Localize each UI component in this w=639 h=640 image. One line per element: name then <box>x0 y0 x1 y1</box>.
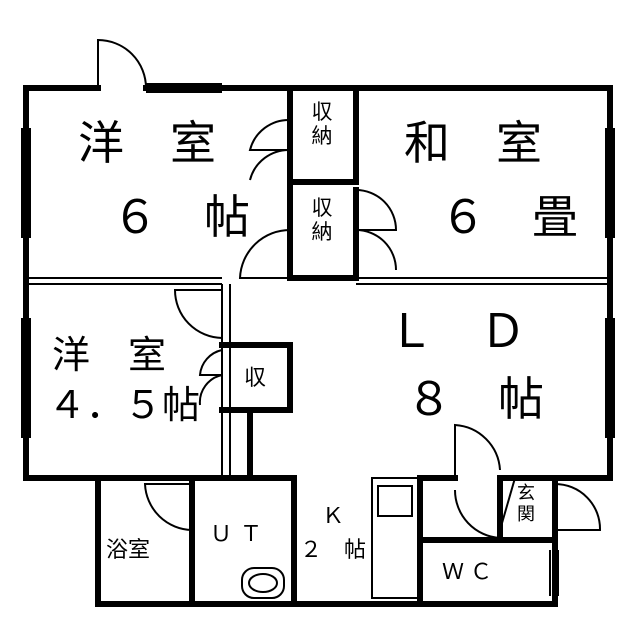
wc-label: ＷＣ <box>442 560 499 585</box>
kitchen-size: ２ 帖 <box>300 538 367 563</box>
wc-walls <box>417 475 558 607</box>
western-room-2-size: ４．５帖 <box>48 383 201 427</box>
bath-label: 浴室 <box>106 538 151 563</box>
western-room-1-name: 洋 室 <box>78 116 216 170</box>
entrance-label: 玄関 <box>517 483 535 525</box>
japanese-room-size: ６ 畳 <box>440 190 578 244</box>
closet-small-wall <box>219 342 293 413</box>
kitchen-label: Ｋ <box>322 504 345 529</box>
japanese-room-name: 和 室 <box>404 116 542 170</box>
western-room-2-name: 洋 室 <box>52 333 167 377</box>
utility-label: ＵＴ <box>210 522 271 547</box>
western-room-1-size: ６ 帖 <box>112 190 250 244</box>
living-dining-name: Ｌ Ｄ <box>388 304 526 358</box>
closet-top-label: 収納 <box>311 100 333 149</box>
living-dining-size: ８ 帖 <box>406 372 544 426</box>
closet-small-label: 収 <box>244 366 267 391</box>
closet-mid-label: 収納 <box>311 196 333 245</box>
wet-area-walls <box>95 475 297 607</box>
